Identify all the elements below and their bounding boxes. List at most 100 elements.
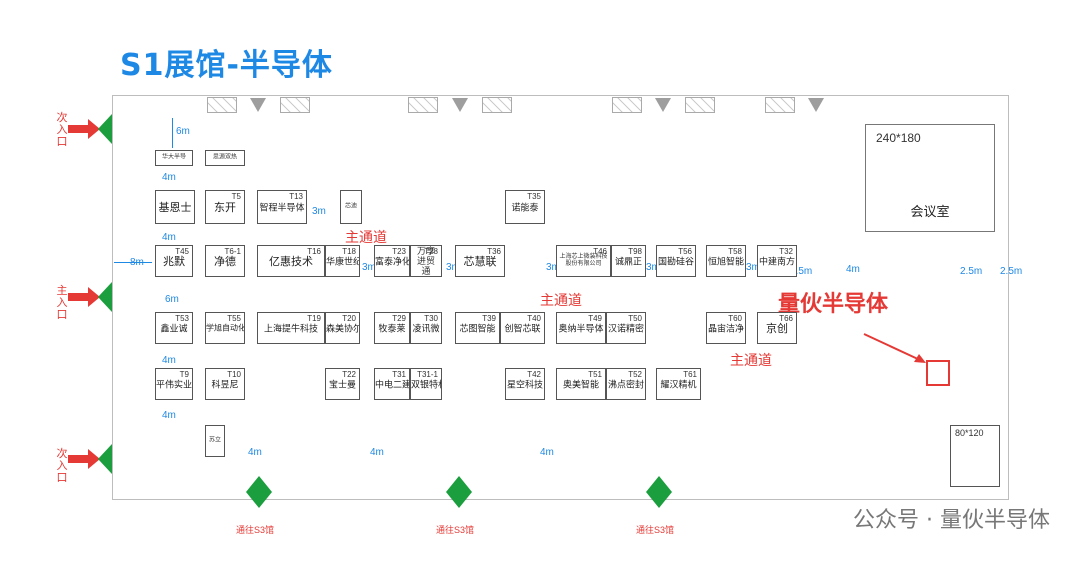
booth-T53[interactable]: T53 鑫业诚 <box>155 312 193 344</box>
booth-T51[interactable]: T51 奥美智能 <box>556 368 606 400</box>
door-marker <box>655 98 671 112</box>
booth-id: T13 <box>289 192 303 201</box>
booth-T58[interactable]: T58 恒旭智能 <box>706 245 746 277</box>
booth-T39[interactable]: T39 芯图智能 <box>455 312 500 344</box>
dim-3m-3: 3m <box>446 262 460 273</box>
booth-id: T45 <box>175 247 189 256</box>
booth-name: 苏立 <box>208 437 221 444</box>
booth-name: 净德 <box>214 255 236 268</box>
booth-T22[interactable]: T22 宝士曼 <box>325 368 360 400</box>
booth-name: 芯慧联 <box>463 255 497 268</box>
booth-T66[interactable]: T66 京创 <box>757 312 797 344</box>
booth-name: 凌讯微 <box>412 324 440 335</box>
booth-T30[interactable]: T30 凌讯微 <box>410 312 442 344</box>
booth-T1[interactable]: 华大半导 <box>155 150 193 166</box>
booth-id: T10 <box>227 370 241 379</box>
booth-T55[interactable]: T55 学旭自动化 <box>205 312 245 344</box>
window-marker <box>612 97 642 113</box>
booth-T98[interactable]: T98 诚鼎正 <box>611 245 646 277</box>
booth-T2[interactable]: 思源双热 <box>205 150 245 166</box>
dim-4m-2: 4m <box>162 232 176 243</box>
booth-id: T51 <box>588 370 602 379</box>
booth-T10[interactable]: T10 科昱尼 <box>205 368 245 400</box>
booth-id: T61 <box>683 370 697 379</box>
dim-3m-6: 3m <box>746 262 760 273</box>
booth-id: T52 <box>628 370 642 379</box>
booth-T42[interactable]: T42 星空科技 <box>505 368 545 400</box>
booth-name: 东开 <box>214 201 236 214</box>
booth-T40[interactable]: T40 创智芯联 <box>500 312 545 344</box>
booth-id: T98 <box>628 247 642 256</box>
booth-T19[interactable]: T19 上海提牛科技 <box>257 312 325 344</box>
dim-line <box>172 118 173 148</box>
booth-T6-1[interactable]: T6-1 净德 <box>205 245 245 277</box>
main-entrance-label: 主入口 <box>56 284 68 321</box>
booth-T60[interactable]: T60 晶宙洁净 <box>706 312 746 344</box>
booth-name: 科昱尼 <box>211 380 239 391</box>
dim-3m-4: 3m <box>546 262 560 273</box>
booth-T45[interactable]: T45 兆默 <box>155 245 193 277</box>
booth-T16[interactable]: T16 亿惠技术 <box>257 245 325 277</box>
booth-T50[interactable]: T50 汉诺精密 <box>606 312 646 344</box>
booth-name: 晶宙洁净 <box>707 324 744 335</box>
booth-T46[interactable]: T46 上海芯上微装科技股份有限公司 <box>556 245 611 277</box>
booth-T56[interactable]: T56 国勘硅谷 <box>656 245 696 277</box>
booth-id: T53 <box>175 314 189 323</box>
booth-name: 上海芯上微装科技股份有限公司 <box>559 254 608 267</box>
booth-name: 思源双热 <box>212 154 237 161</box>
booth-T17[interactable]: 芯迪 <box>340 190 362 224</box>
booth-T31-1[interactable]: T31-1 双银特材 <box>410 368 442 400</box>
booth-T5[interactable]: T5 东开 <box>205 190 245 224</box>
booth-name: 诚鼎正 <box>614 257 642 268</box>
booth-name: 创智芯联 <box>504 324 541 335</box>
booth-name: 宝士曼 <box>328 380 356 391</box>
booth-T18[interactable]: T18 华康世纪 <box>325 245 360 277</box>
booth-id: T56 <box>678 247 692 256</box>
dim-25m-2: 2.5m <box>1000 266 1023 277</box>
booth-T13[interactable]: T13 智程半导体 <box>257 190 307 224</box>
booth-name: 中电二建 <box>375 380 410 391</box>
booth-T12[interactable]: 苏立 <box>205 425 225 457</box>
main-aisle-label-2: 主通道 <box>540 293 582 309</box>
booth-T49[interactable]: T49 奥纳半导体 <box>556 312 606 344</box>
window-marker <box>408 97 438 113</box>
booth-name: 芯迪 <box>344 203 357 210</box>
window-marker <box>207 97 237 113</box>
booth-name: 智程半导体 <box>259 203 305 214</box>
booth-name: 芯图智能 <box>459 324 496 335</box>
side-entrance-bottom: 次入口 <box>56 448 68 484</box>
dim-3m-2: 3m <box>362 262 376 273</box>
dim-4m-5: 4m <box>846 264 860 275</box>
booth-T29[interactable]: T29 牧泰莱 <box>374 312 410 344</box>
booth-id: T60 <box>728 314 742 323</box>
side-entrance-label: 次入口 <box>56 111 68 148</box>
booth-name: 汉诺精密 <box>607 324 644 335</box>
booth-name: 诺能泰 <box>511 203 539 214</box>
booth-T31[interactable]: T31 中电二建 <box>374 368 410 400</box>
watermark: 公众号 · 量伙半导体 <box>853 508 1050 533</box>
dim-4m-4: 4m <box>162 410 176 421</box>
booth-T35[interactable]: T35 诺能泰 <box>505 190 545 224</box>
booth-T52[interactable]: T52 沸点密封 <box>606 368 646 400</box>
booth-T28[interactable]: T28 万享进贸通 <box>410 245 442 277</box>
booth-T23[interactable]: T23 富泰净化 <box>374 245 410 277</box>
booth-name: 中建南方 <box>758 257 795 268</box>
booth-T36[interactable]: T36 芯慧联 <box>455 245 505 277</box>
booth-id: T9 <box>179 370 189 379</box>
side-entrance-top: 次入口 <box>56 112 68 148</box>
area-size: 80*120 <box>955 428 984 438</box>
booth-T9[interactable]: T9 平伟实业 <box>155 368 193 400</box>
booth-name: 双银特材 <box>411 380 441 391</box>
booth-name: 沸点密封 <box>607 380 644 391</box>
booth-name: 华康世纪 <box>326 257 360 268</box>
booth-name: 富泰净化 <box>375 257 410 268</box>
booth-T61[interactable]: T61 耀汉精机 <box>656 368 701 400</box>
booth-id: T36 <box>487 247 501 256</box>
booth-T3[interactable]: 基恩士 <box>155 190 195 224</box>
dim-3m-5: 3m <box>646 262 660 273</box>
booth-T32[interactable]: T32 中建南方 <box>757 245 797 277</box>
booth-T20[interactable]: T20 森美协尔 <box>325 312 360 344</box>
highlight-arrow <box>863 333 926 363</box>
exit-label-3: 通往S3馆 <box>636 525 675 535</box>
dim-6m: 6m <box>176 126 190 137</box>
